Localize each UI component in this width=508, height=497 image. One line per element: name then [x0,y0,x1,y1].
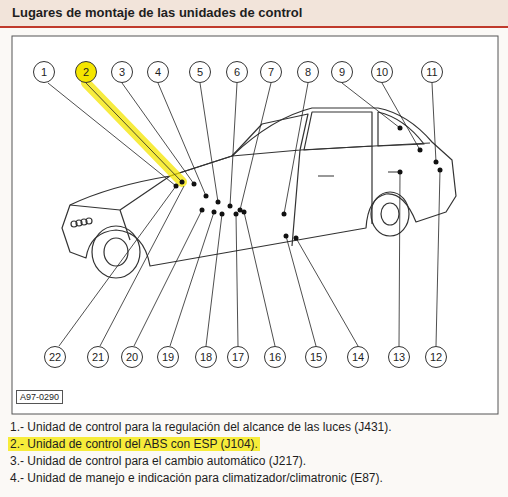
callout-circle: 12 [425,346,447,368]
callout-circle: 8 [297,61,319,83]
callout-number: 2 [83,66,89,78]
callout-circle: 6 [226,61,248,83]
legend-item: 4.- Unidad de manejo e indicación para c… [8,471,385,485]
callout-number: 12 [430,351,442,363]
callout-number: 9 [339,66,345,78]
callout-number: 11 [426,66,437,78]
callout-circle: 4 [147,61,169,83]
callout-circle: 7 [260,61,282,83]
callout-number: 21 [92,351,104,363]
callout-circle: 15 [305,346,327,368]
callout-number: 19 [162,351,174,363]
callout-number: 1 [41,66,47,78]
callout-circle: 16 [264,346,286,368]
title-bar: Lugares de montaje de las unidades de co… [0,0,508,28]
callout-circle: 3 [111,61,133,83]
callout-circle: 17 [227,346,249,368]
callout-number: 10 [376,66,388,78]
figure-code: A97-0290 [16,390,63,404]
callout-circle: 18 [195,346,217,368]
callout-number: 22 [49,351,61,363]
callout-circle: 1 [33,61,55,83]
legend-item: 3.- Unidad de control para el cambio aut… [8,454,308,468]
callout-circle: 10 [371,61,393,83]
callout-number: 17 [232,351,244,363]
callout-number: 20 [126,351,138,363]
callout-number: 18 [200,351,212,363]
callout-circle: 21 [87,346,109,368]
callout-circle: 11 [421,61,443,83]
callout-number: 15 [310,351,322,363]
legend-item: 1.- Unidad de control para la regulación… [8,420,394,434]
callout-number: 5 [197,66,203,78]
callout-circle: 9 [331,61,353,83]
callout-circle: 19 [157,346,179,368]
callout-number: 16 [269,351,281,363]
callout-number: 14 [352,351,364,363]
callout-number: 13 [393,351,405,363]
callout-number: 4 [155,66,161,78]
callout-number: 7 [268,66,274,78]
callout-circle: 13 [388,346,410,368]
callout-circle: 20 [121,346,143,368]
callout-circle: 2 [75,61,97,83]
legend-item: 2.- Unidad de control del ABS con ESP (J… [8,437,260,451]
callout-number: 3 [119,66,125,78]
callout-number: 8 [305,66,311,78]
callout-circle: 22 [44,346,66,368]
callout-circle: 5 [189,61,211,83]
callout-number: 6 [234,66,240,78]
callout-circle: 14 [347,346,369,368]
